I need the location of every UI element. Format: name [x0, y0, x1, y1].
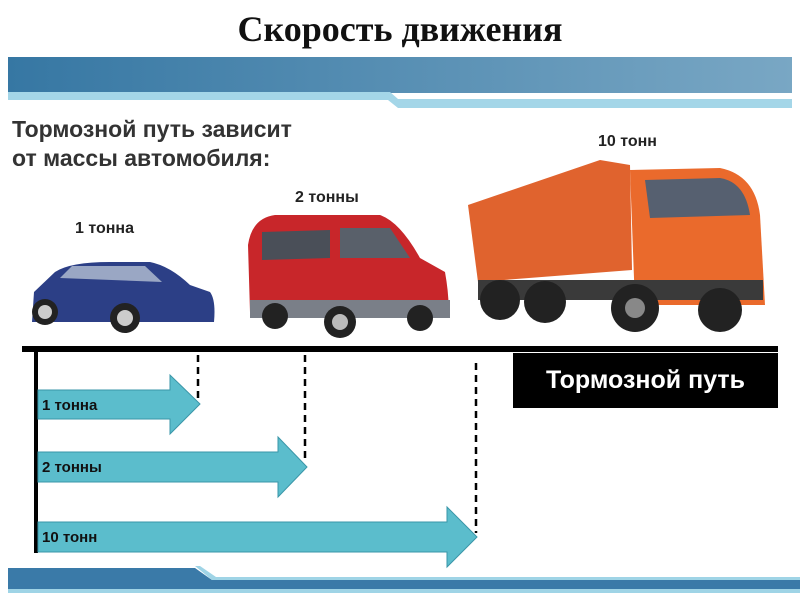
arrow-10t — [37, 505, 478, 569]
left-baseline — [34, 348, 38, 553]
van-image — [248, 215, 450, 338]
vehicle-label-1t: 1 тонна — [75, 220, 134, 237]
slide-subtitle: Тормозной путь зависит от массы автомоби… — [12, 115, 292, 173]
dump-truck-image — [468, 160, 765, 332]
vehicle-label-10t: 10 тонн — [598, 133, 657, 150]
arrow-2t — [37, 435, 308, 499]
braking-distance-label: Тормозной путь — [513, 353, 778, 408]
header-band — [8, 57, 792, 108]
footer-band — [8, 566, 800, 593]
car-image — [32, 262, 215, 333]
arrow-label-1t: 1 тонна — [42, 397, 98, 414]
arrow-label-10t: 10 тонн — [42, 529, 98, 546]
arrow-label-2t: 2 тонны — [42, 459, 102, 476]
top-baseline — [22, 346, 778, 352]
slide-title: Скорость движения — [237, 9, 563, 49]
vehicle-label-2t: 2 тонны — [295, 189, 359, 206]
subtitle-line-1: Тормозной путь зависит — [12, 116, 292, 142]
subtitle-line-2: от массы автомобиля: — [12, 145, 271, 171]
arrow-1t — [37, 373, 201, 436]
